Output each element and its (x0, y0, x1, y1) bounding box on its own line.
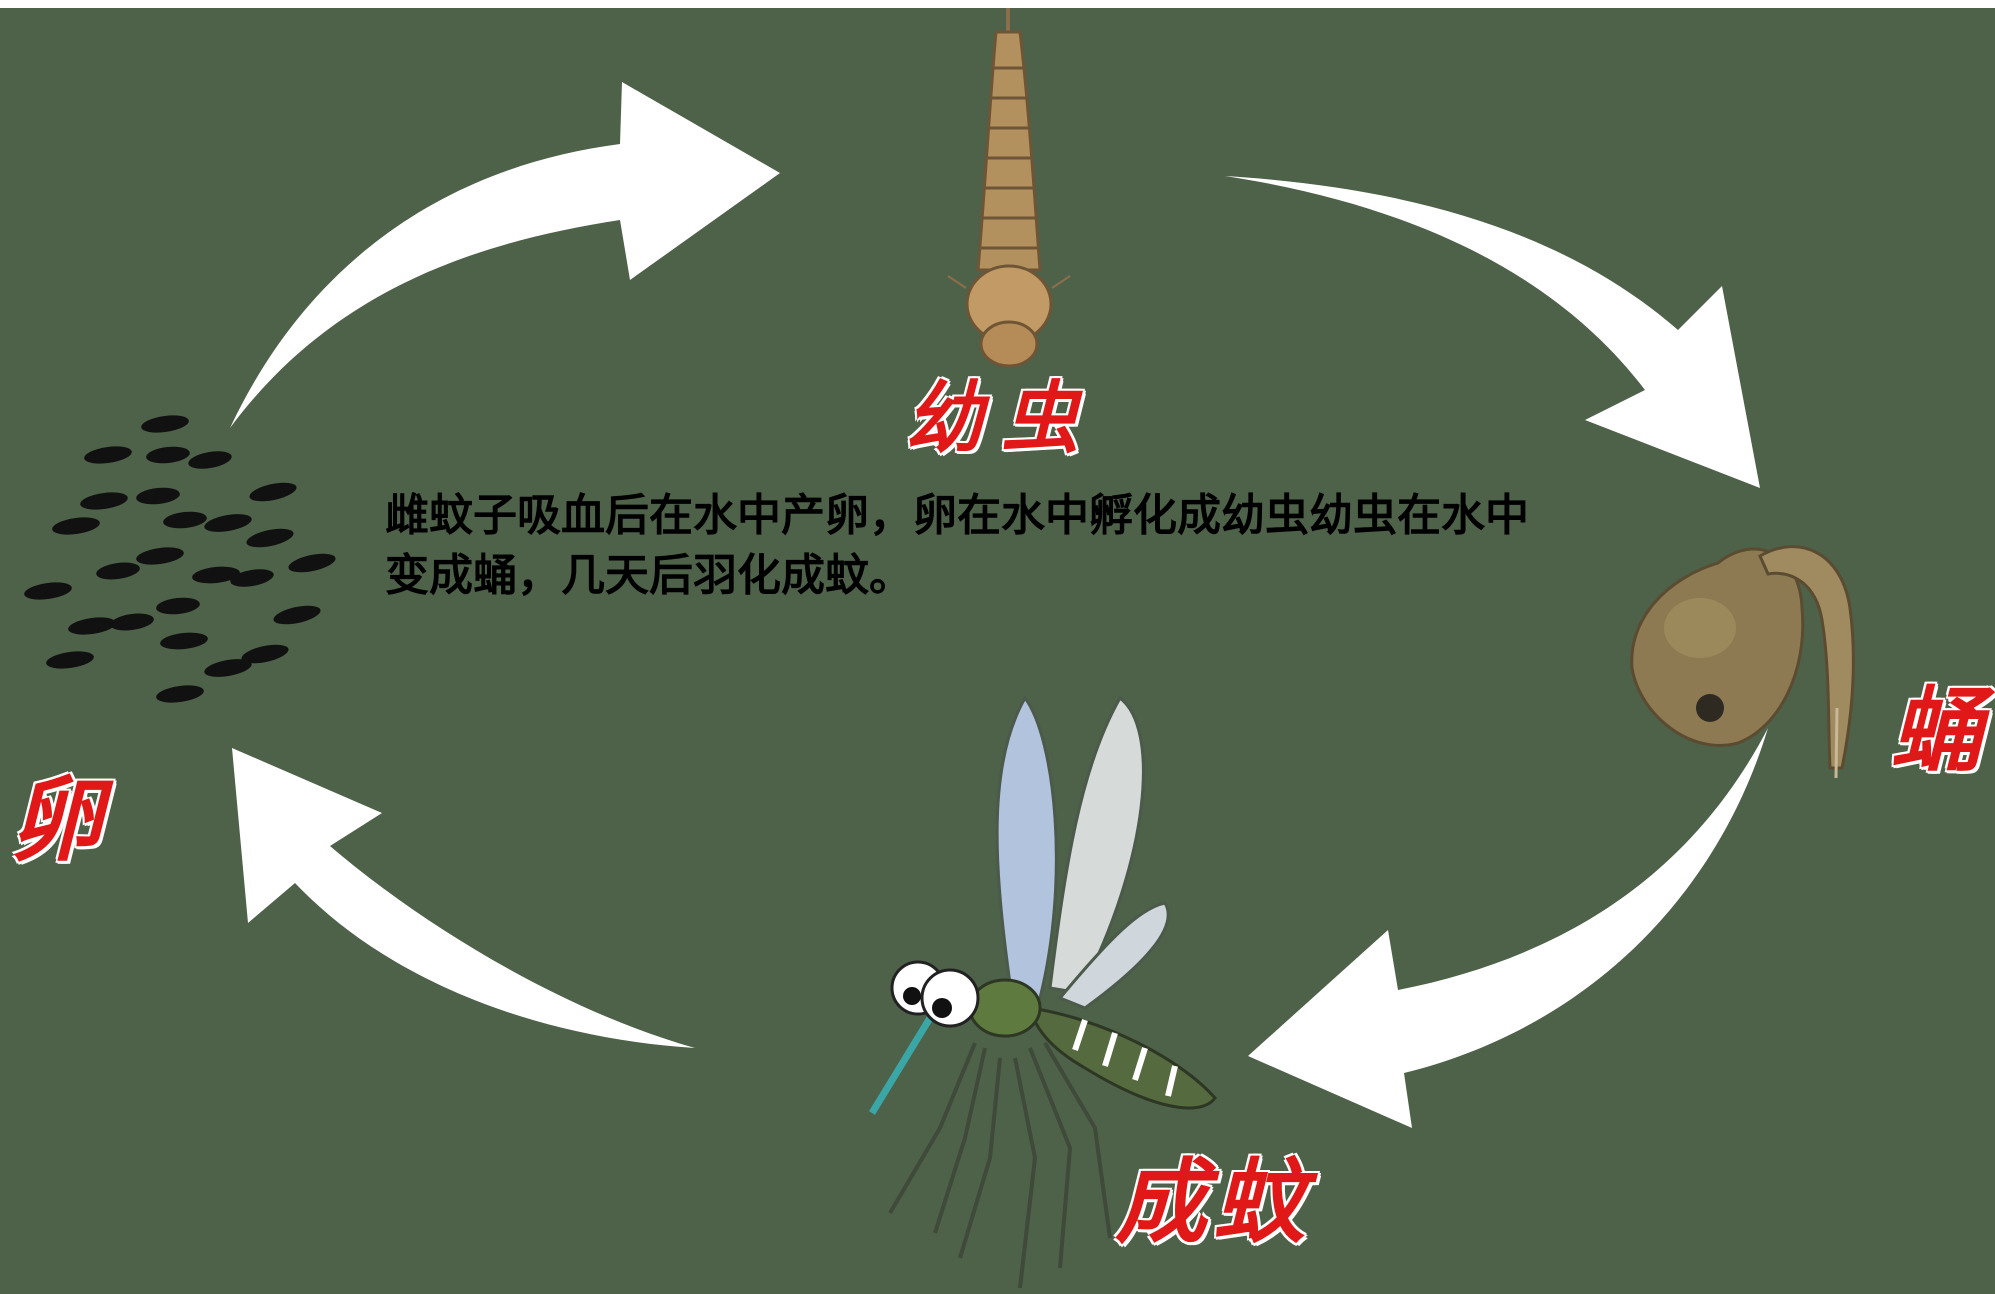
description-text: 雌蚊子吸血后在水中产卵，卵在水中孵化成幼虫幼虫在水中变成蛹，几天后羽化成蚊。 (385, 490, 1529, 601)
arrow-egg-to-larva (230, 82, 780, 428)
pupa-illustration (1630, 545, 1855, 779)
stage-label-adult: 成蚊 (1115, 1148, 1312, 1256)
stage-label-egg: 卵 (10, 766, 103, 874)
stage-label-larva: 幼虫 (905, 373, 1098, 464)
stage-label-pupa: 蛹 (1890, 676, 1983, 784)
eggs (24, 415, 336, 703)
arrow-adult-to-egg (232, 748, 695, 1048)
life-cycle-illustration (24, 8, 1855, 1289)
arrow-pupa-to-adult (1248, 728, 1768, 1128)
arrow-larva-to-pupa (1225, 176, 1760, 488)
larva-illustration (947, 8, 1071, 368)
mosquito-illustration (869, 695, 1217, 1289)
life-cycle-board: 幼虫 蛹 成蚊 卵 雌蚊子吸血后在水中产卵，卵在水中孵化成幼虫幼虫在水中变成蛹，… (0, 8, 1995, 1294)
